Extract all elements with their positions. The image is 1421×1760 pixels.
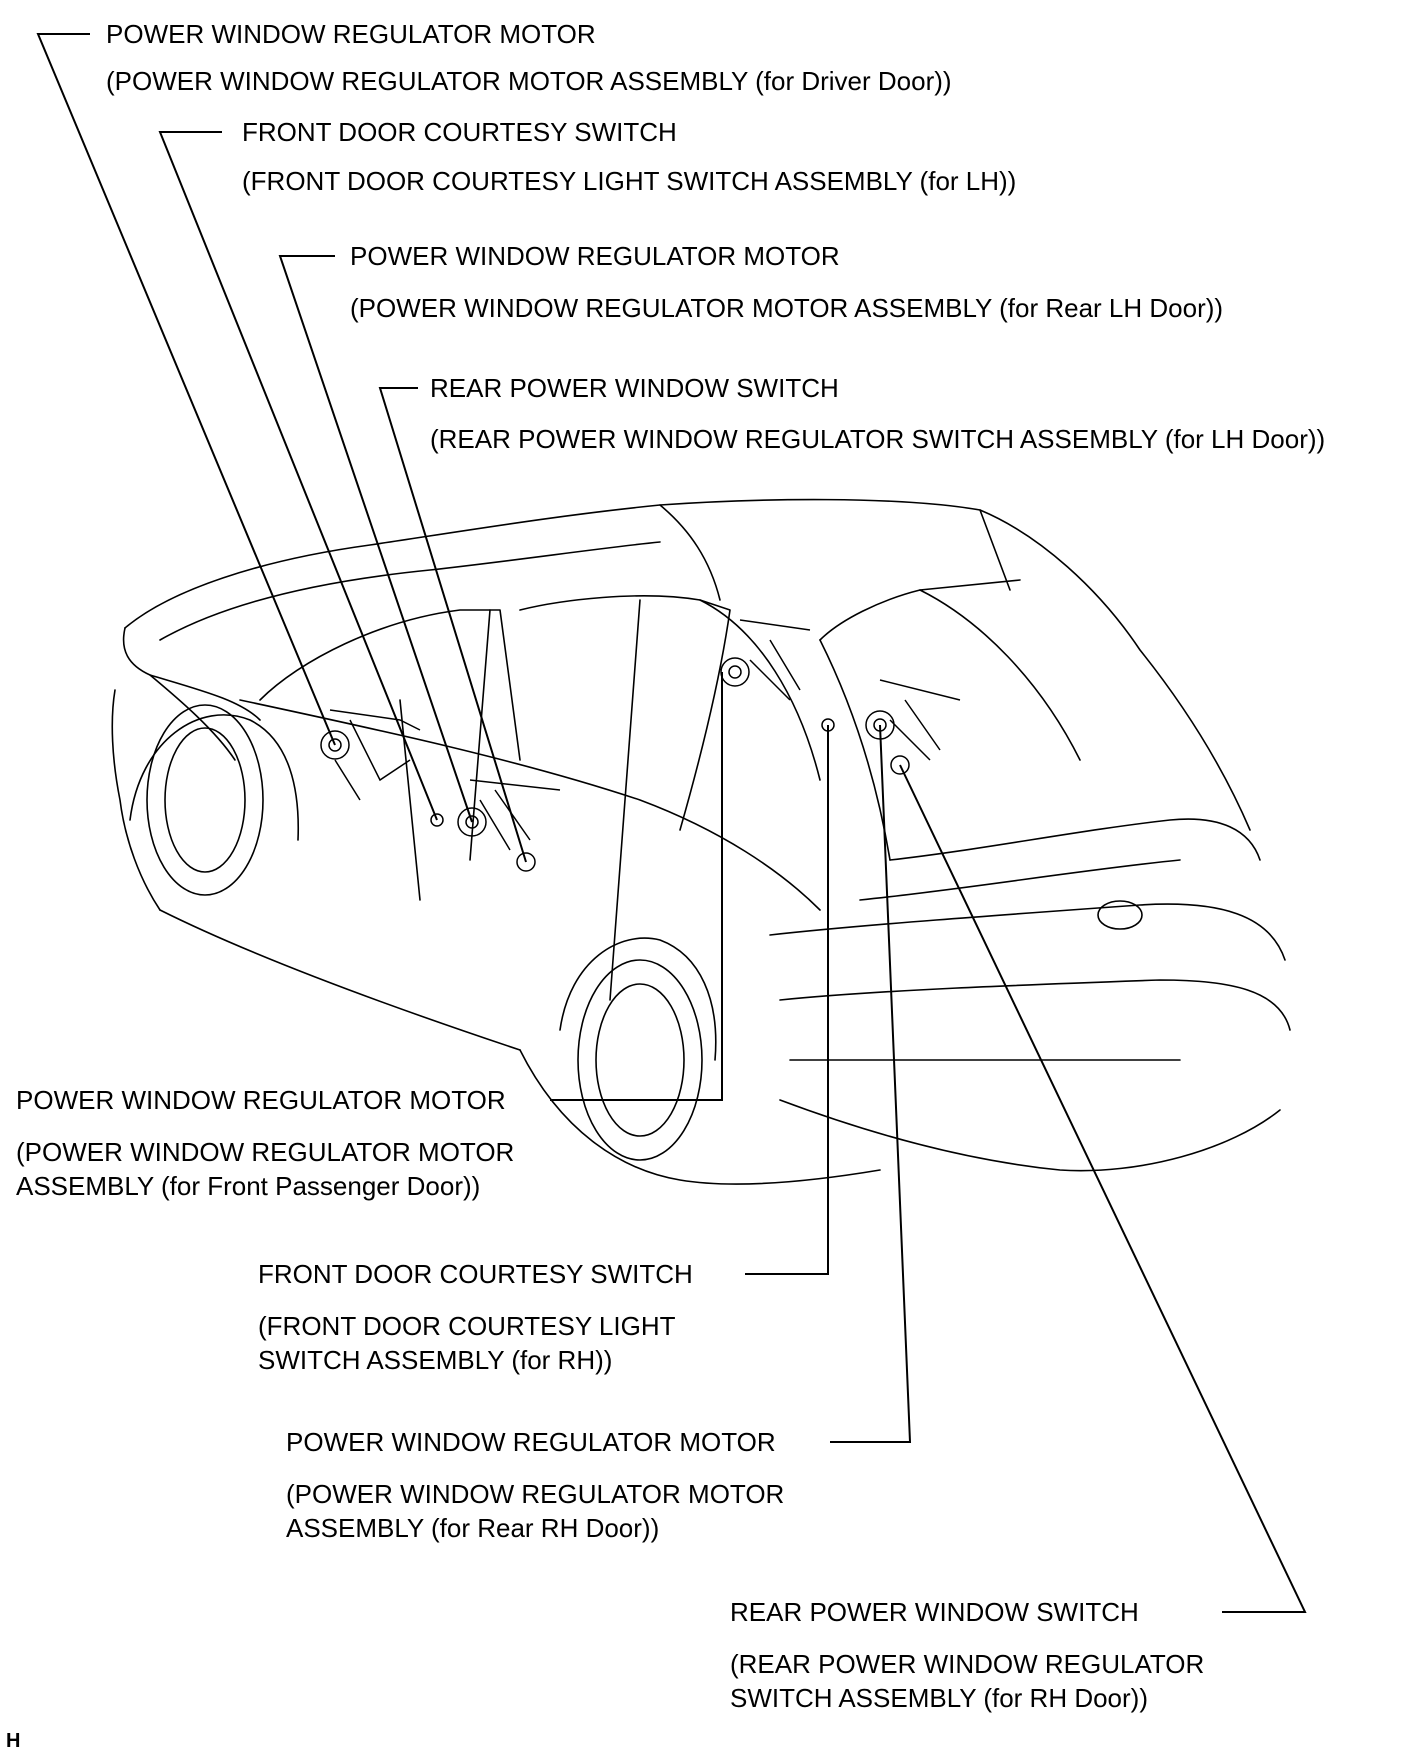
- callout-c7-detail-line2: ASSEMBLY (for Rear RH Door)): [286, 1513, 660, 1543]
- leader-c5: [550, 672, 723, 1101]
- leader-c7: [830, 724, 912, 1443]
- leader-c3: [278, 255, 473, 823]
- callout-c6-detail-line2: SWITCH ASSEMBLY (for RH)): [258, 1345, 613, 1375]
- callout-c1-title: POWER WINDOW REGULATOR MOTOR: [106, 19, 596, 49]
- callout-c1-detail: (POWER WINDOW REGULATOR MOTOR ASSEMBLY (…: [106, 66, 952, 96]
- callout-c2-title: FRONT DOOR COURTESY SWITCH: [242, 117, 677, 147]
- leader-c2: [158, 131, 438, 821]
- callout-c4-title: REAR POWER WINDOW SWITCH: [430, 373, 839, 403]
- leader-c6: [745, 725, 829, 1275]
- callout-c7-detail-line1: (POWER WINDOW REGULATOR MOTOR: [286, 1479, 785, 1509]
- callout-c5-detail-line1: (POWER WINDOW REGULATOR MOTOR: [16, 1137, 515, 1167]
- leader-c1: [36, 33, 336, 746]
- callout-c6-title: FRONT DOOR COURTESY SWITCH: [258, 1259, 693, 1289]
- callout-c8-detail-line2: SWITCH ASSEMBLY (for RH Door)): [730, 1683, 1148, 1713]
- callout-c8-detail-line1: (REAR POWER WINDOW REGULATOR: [730, 1649, 1205, 1679]
- callout-c3-title: POWER WINDOW REGULATOR MOTOR: [350, 241, 840, 271]
- callout-c4-detail: (REAR POWER WINDOW REGULATOR SWITCH ASSE…: [430, 424, 1326, 454]
- leader-c4: [378, 387, 527, 863]
- callout-c6-detail-line1: (FRONT DOOR COURTESY LIGHT: [258, 1311, 676, 1341]
- callout-c5-title: POWER WINDOW REGULATOR MOTOR: [16, 1085, 506, 1115]
- leader-c8: [899, 764, 1307, 1613]
- vehicle-outline: [111, 498, 1291, 1185]
- callout-c8-title: REAR POWER WINDOW SWITCH: [730, 1597, 1139, 1627]
- callout-c3-detail: (POWER WINDOW REGULATOR MOTOR ASSEMBLY (…: [350, 293, 1224, 323]
- callout-c7-title: POWER WINDOW REGULATOR MOTOR: [286, 1427, 776, 1457]
- corner-mark: H: [6, 1730, 21, 1752]
- callout-c5-detail-line2: ASSEMBLY (for Front Passenger Door)): [16, 1171, 481, 1201]
- callout-c2-detail: (FRONT DOOR COURTESY LIGHT SWITCH ASSEMB…: [242, 166, 1017, 196]
- leader-lines: [36, 33, 1307, 1613]
